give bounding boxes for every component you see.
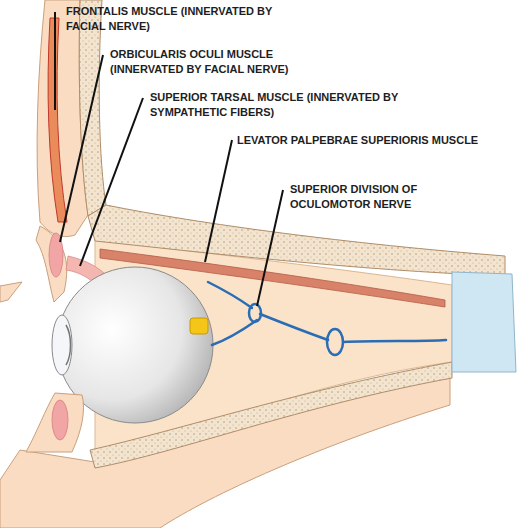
lower-eyelid (26, 393, 84, 452)
leader-line (54, 12, 56, 110)
nerve-division (249, 304, 261, 322)
part-label: LEVATOR PALPEBRAE SUPERIORIS MUSCLE (237, 133, 529, 148)
upper-eyelid (36, 226, 67, 302)
cornea (52, 315, 72, 375)
nerve-section (327, 329, 343, 355)
ciliary-ganglion (190, 318, 208, 334)
oculomotor-nerve (208, 282, 446, 355)
lower-orbicularis (52, 400, 68, 440)
sinus (452, 272, 516, 372)
iris (66, 325, 71, 365)
leader-line (80, 98, 143, 266)
nerve-lower-branch (212, 320, 257, 345)
leader-line (257, 190, 283, 306)
nerve-posterior (343, 340, 446, 342)
orbital-roof (88, 205, 505, 276)
frontal-bone (79, 0, 106, 216)
nerve-upper-branch (208, 282, 252, 308)
part-label: FRONTALIS MUSCLE (INNERVATED BY FACIAL N… (66, 4, 286, 34)
leader-line (60, 55, 103, 242)
nerve-trunk (260, 314, 328, 340)
part-label: SUPERIOR DIVISION OF OCULOMOTOR NERVE (290, 182, 450, 212)
frontalis-muscle (48, 18, 67, 222)
nose-edge (0, 282, 22, 302)
part-label: SUPERIOR TARSAL MUSCLE (INNERVATED BY SY… (150, 90, 425, 120)
leader-line (205, 140, 232, 262)
part-label: ORBICULARIS OCULI MUSCLE (INNERVATED BY … (110, 47, 330, 77)
